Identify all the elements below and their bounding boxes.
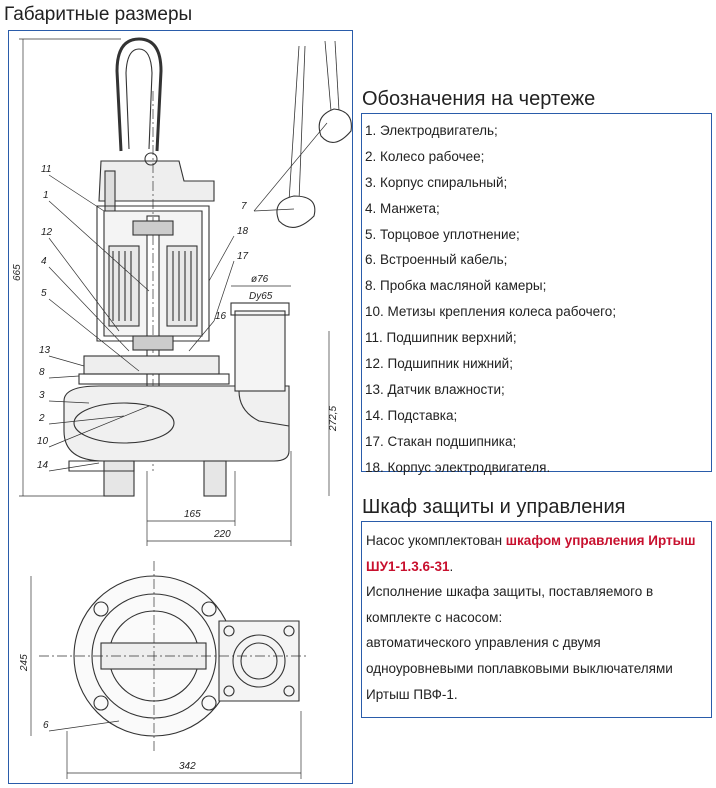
dimensions-title: Габаритные размеры [4, 4, 193, 25]
technical-drawing: 665 272,5 165 220 ø76 Dy65 245 342 11 1 … [8, 30, 353, 784]
dim-665: 665 [12, 264, 23, 281]
legend-item: 11. Подшипник верхний; [365, 330, 517, 346]
cabinet-description: Насос укомплектован шкафом управления Ир… [361, 521, 712, 718]
legend-item: 14. Подставка; [365, 407, 458, 423]
legend-item: 18. Корпус электродвигателя. [365, 459, 551, 475]
callout-1: 1 [43, 190, 49, 201]
legend-item: 13. Датчик влажности; [365, 381, 505, 397]
dim-342: 342 [179, 761, 196, 772]
dim-272-5: 272,5 [328, 406, 339, 432]
callout-18: 18 [237, 226, 249, 237]
callout-13: 13 [39, 345, 51, 356]
legend-title: Обозначения на чертеже [362, 88, 596, 110]
dim-d76: ø76 [251, 274, 269, 285]
pump-drawing-svg: 665 272,5 165 220 ø76 Dy65 245 342 11 1 … [12, 37, 352, 779]
legend-item: 8. Пробка масляной камеры; [365, 278, 547, 294]
callout-5: 5 [41, 288, 47, 299]
legend-item: 3. Корпус спиральный; [365, 174, 508, 190]
callout-16: 16 [215, 311, 227, 322]
callout-17: 17 [237, 251, 249, 262]
callout-8: 8 [39, 367, 45, 378]
cabinet-line-3: автоматического управления с двумя одноу… [366, 635, 673, 702]
legend-item: 17. Стакан подшипника; [365, 433, 517, 449]
dim-165: 165 [184, 509, 201, 520]
dim-245: 245 [19, 654, 30, 672]
callout-11: 11 [41, 164, 51, 175]
callout-3: 3 [39, 390, 45, 401]
callout-7: 7 [241, 201, 247, 212]
legend-item: 2. Колесо рабочее; [365, 148, 485, 164]
legend-item: 5. Торцовое уплотнение; [365, 226, 520, 242]
legend-list: 1. Электродвигатель; 2. Колесо рабочее; 3.… [361, 113, 712, 475]
callout-2: 2 [38, 413, 45, 424]
callout-10: 10 [37, 436, 49, 447]
legend-item: 6. Встроенный кабель; [365, 252, 508, 268]
legend-item: 12. Подшипник нижний; [365, 356, 513, 372]
callout-14: 14 [37, 460, 49, 471]
dim-dy65: Dy65 [249, 291, 273, 302]
callout-4: 4 [41, 256, 47, 267]
legend-item: 4. Манжета; [365, 200, 440, 216]
dim-220: 220 [213, 529, 231, 540]
cabinet-line-2: Исполнение шкафа защиты, поставляемого в… [366, 584, 654, 625]
legend-item: 10. Метизы крепления колеса рабочего; [365, 304, 617, 320]
callout-12: 12 [41, 227, 53, 238]
legend-item: 1. Электродвигатель; [365, 123, 498, 138]
callout-6: 6 [43, 720, 49, 731]
cabinet-title: Шкаф защиты и управления [362, 496, 626, 518]
cabinet-model-highlight: шкафом управления Иртыш ШУ1-1.3.6-31 [366, 533, 696, 574]
cabinet-line-1: Насос укомплектован шкафом управления Ир… [366, 533, 696, 574]
